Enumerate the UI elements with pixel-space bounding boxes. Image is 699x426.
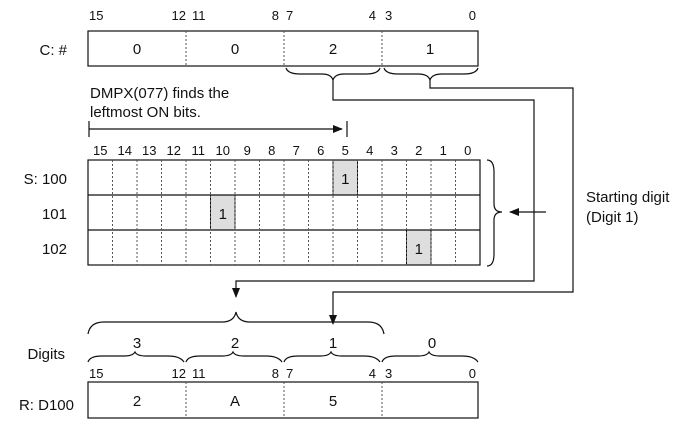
c-bit-11: 11 [192,8,206,23]
result-register [87,381,479,419]
control-register [87,30,479,67]
digit-number-1: 1 [329,335,337,352]
source-bit-label: 8 [268,143,275,158]
s-row-label-1: 101 [42,206,67,223]
on-bit-value: 1 [219,206,227,223]
source-bit-label: 3 [391,143,398,158]
note-line-1: DMPX(077) finds the [90,85,229,102]
c-digit-3: 0 [133,41,141,58]
c-bit-0: 0 [469,8,476,23]
source-bit-label: 7 [293,143,300,158]
r-digit3-brace [87,350,185,363]
r-digit2-brace [185,350,283,363]
source-bit-label: 6 [317,143,324,158]
c-digit0-brace [383,67,479,82]
c-digit-1: 2 [329,41,337,58]
on-bit-value: 1 [341,171,349,188]
r-bit-8: 8 [272,366,279,381]
r-bit-11: 11 [192,366,206,381]
r-digit-3: 2 [133,393,141,410]
source-bit-label: 10 [216,143,230,158]
c-digit-0: 1 [426,41,434,58]
control-label: C: # [39,42,67,59]
r-bit-7: 7 [286,366,293,381]
connector-lines [232,80,574,325]
r-bit-15: 15 [89,366,103,381]
on-bit-value: 1 [415,241,423,258]
source-bit-label: 12 [167,143,181,158]
digit1-to-result-line [232,80,535,298]
source-bit-label: 5 [342,143,349,158]
on-bit-cell [406,229,432,266]
r-digit1-brace [283,350,381,363]
r-digit-1: 5 [329,393,337,410]
source-bit-label: 11 [192,143,206,158]
source-bit-label: 1 [440,143,447,158]
result-label: R: D100 [19,397,74,414]
digit0-to-result-line [329,80,574,325]
r-digits-brace [87,311,385,335]
starting-digit-callout: Starting digit (Digit 1) [509,189,670,226]
control-word: 15 12 11 8 7 4 3 0 C: # 0 0 2 1 [39,8,479,82]
dmpx-note: DMPX(077) finds the leftmost ON bits. [88,85,348,137]
source-bit-label: 4 [366,143,373,158]
r-bit-0: 0 [469,366,476,381]
c-bit-3: 3 [385,8,392,23]
note-line-2: leftmost ON bits. [90,104,201,121]
starting-digit-line-1: Starting digit [586,189,670,206]
c-bit-4: 4 [369,8,376,23]
c-bit-12: 12 [172,8,186,23]
digit-number-3: 3 [133,335,141,352]
starting-digit-line-2: (Digit 1) [586,209,639,226]
source-bit-label: 0 [464,143,471,158]
c-bit-7: 7 [286,8,293,23]
r-bit-3: 3 [385,366,392,381]
c-bit-8: 8 [272,8,279,23]
r-bit-4: 4 [369,366,376,381]
source-bit-label: 15 [93,143,107,158]
s-row-label-2: 102 [42,241,67,258]
s-words-brace [486,159,503,267]
c-digit-2: 0 [231,41,239,58]
result-word: Digits 3 2 1 0 15 12 11 8 7 4 3 0 R: D10… [19,311,479,419]
source-bit-label: 14 [118,143,132,158]
r-digit-2: A [230,393,240,410]
source-bit-label: 13 [142,143,156,158]
digit-number-2: 2 [231,335,239,352]
s-row-label-0: S: 100 [24,171,67,188]
r-digit0-brace [381,350,479,363]
c-bit-15: 15 [89,8,103,23]
digits-label: Digits [27,346,65,363]
r-bit-12: 12 [172,366,186,381]
source-bit-label: 9 [244,143,251,158]
source-bit-label: 2 [415,143,422,158]
digit-number-0: 0 [428,335,436,352]
c-digit1-brace [285,67,381,82]
